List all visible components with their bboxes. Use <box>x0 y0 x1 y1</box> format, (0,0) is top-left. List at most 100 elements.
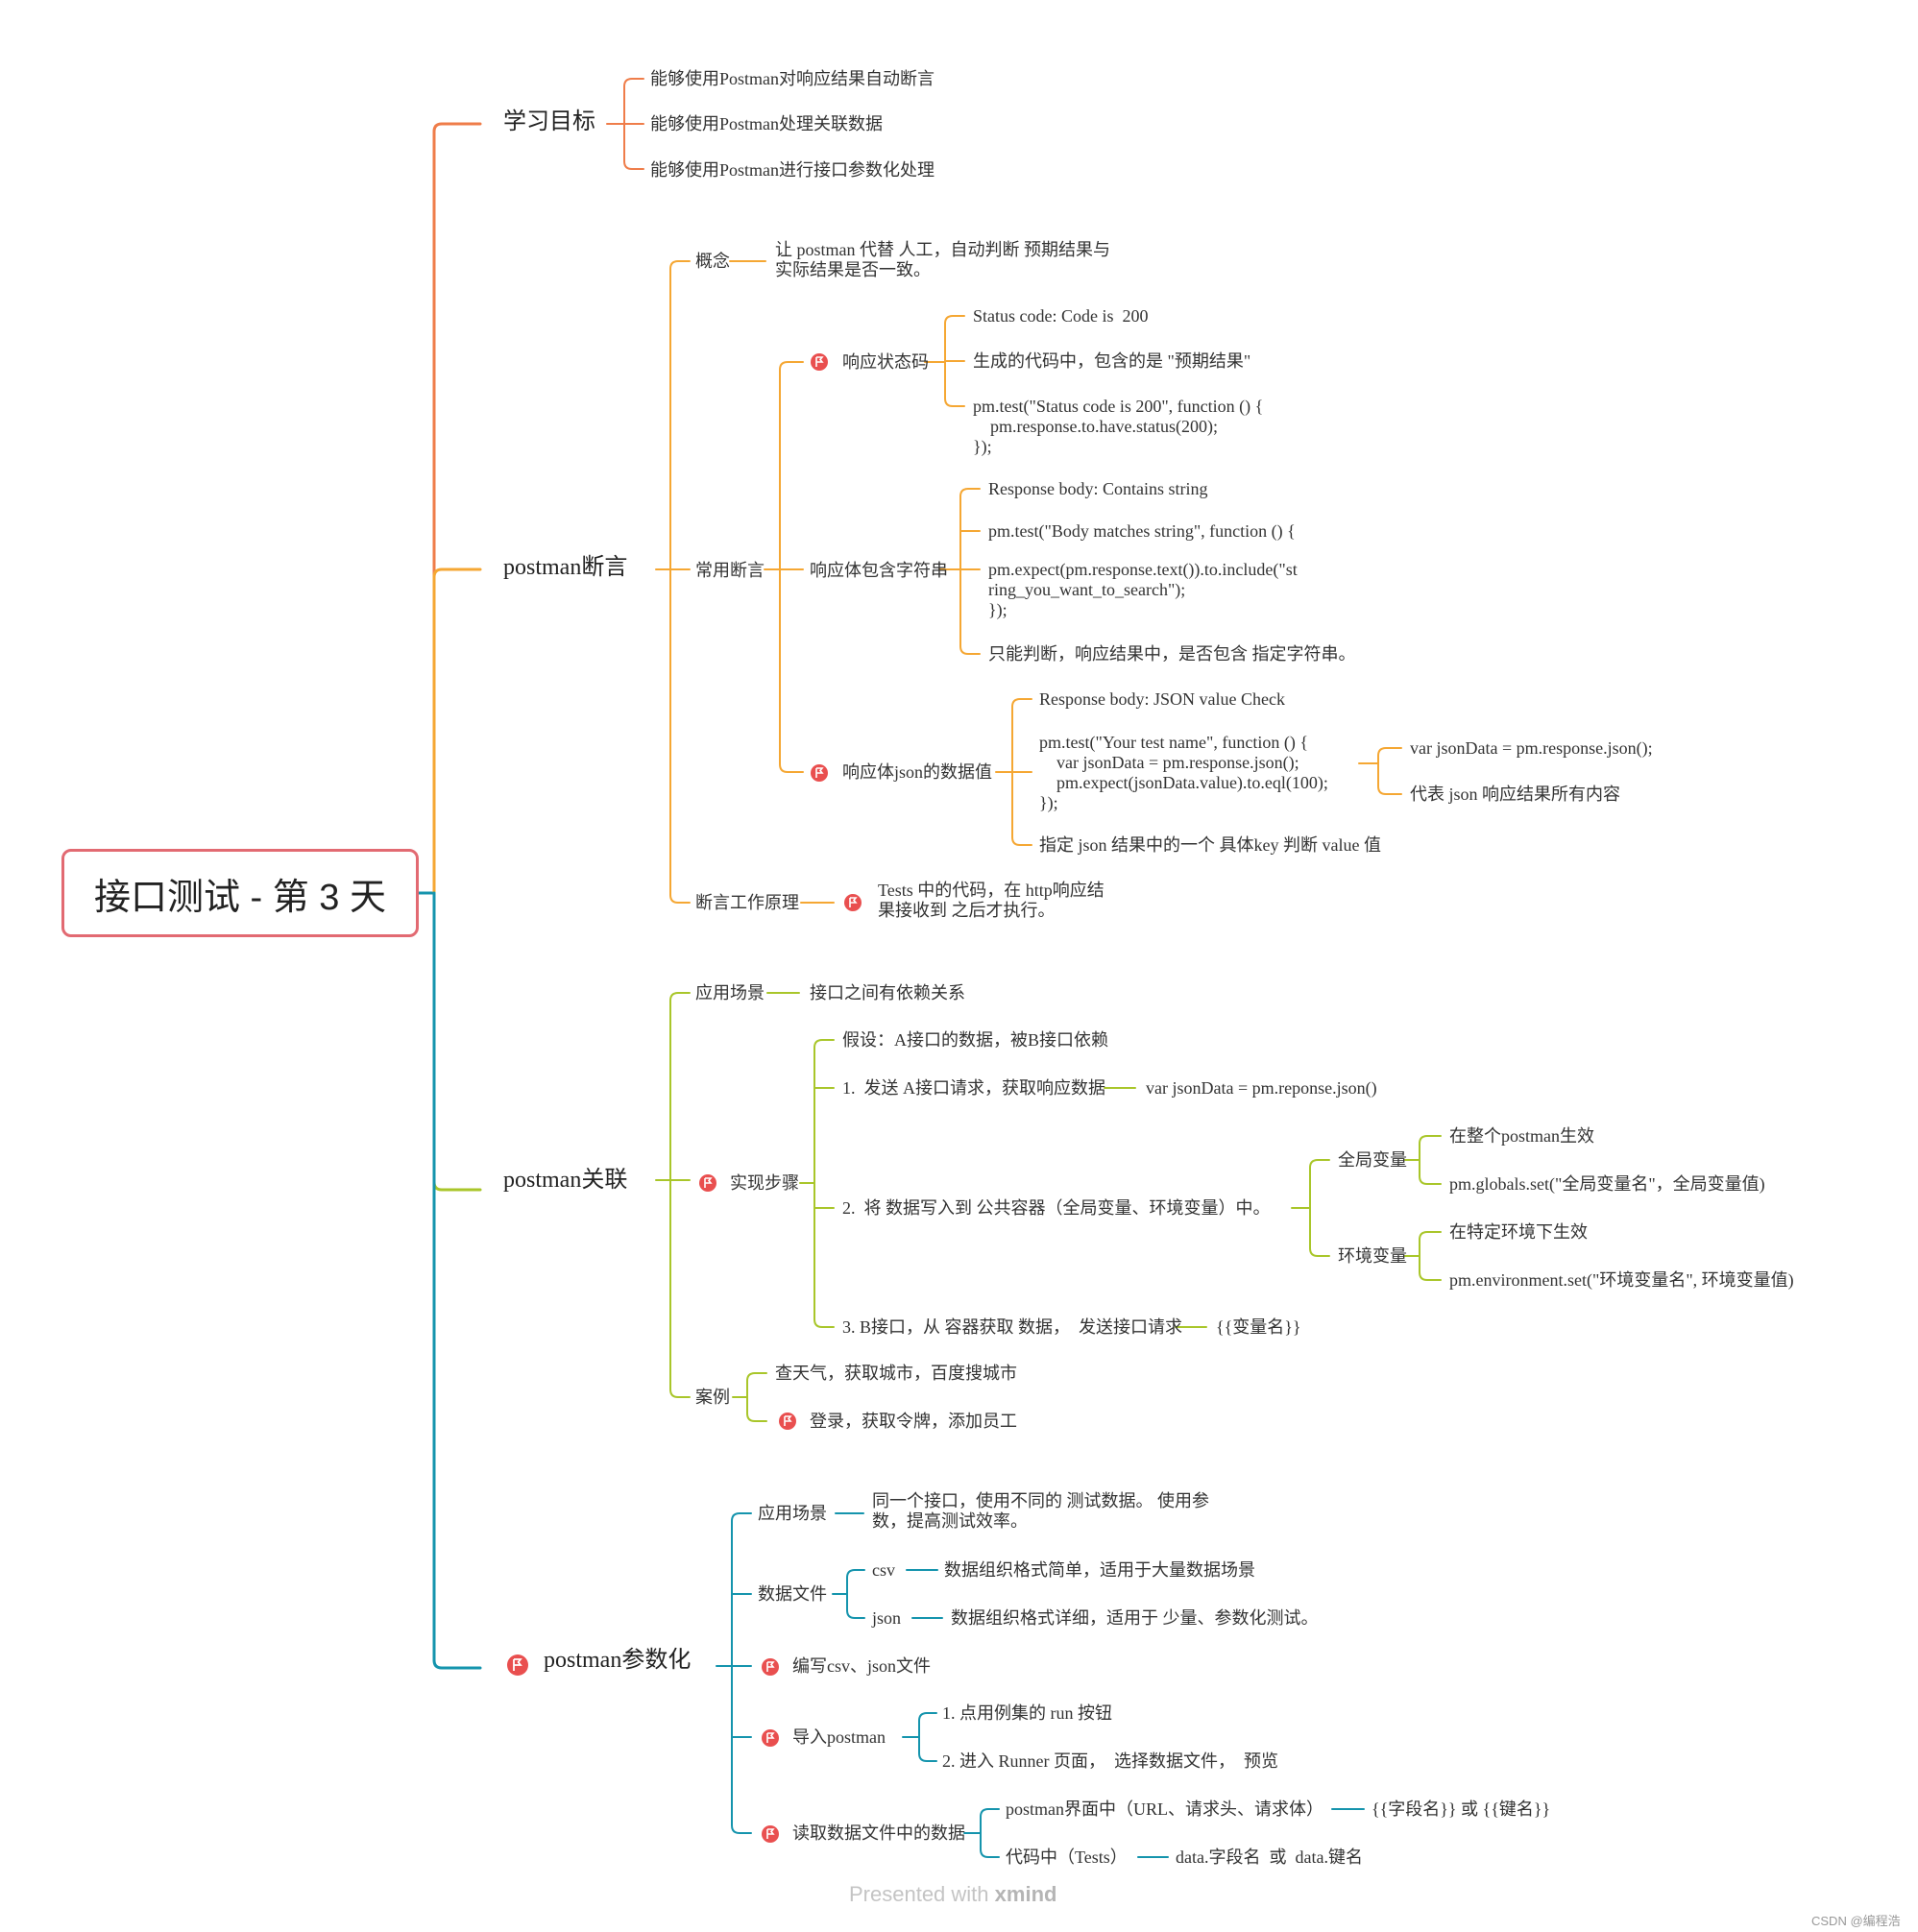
branch-postman-relate[interactable]: postman关联 <box>503 1168 628 1193</box>
body-item[interactable]: pm.expect(pm.response.text()).to.include… <box>988 560 1298 619</box>
connector-line <box>846 1593 865 1619</box>
connector-line <box>432 122 482 895</box>
learn-goal-item[interactable]: 能够使用Postman进行接口参数化处理 <box>650 160 935 180</box>
flag-icon <box>761 1657 780 1677</box>
connector-line <box>432 891 482 1670</box>
relate-step-3-code[interactable]: {{变量名}} <box>1216 1317 1301 1337</box>
connector-line <box>1309 1207 1330 1257</box>
status-item[interactable]: 生成的代码中，包含的是 "预期结果" <box>973 351 1251 371</box>
body-item[interactable]: 只能判断，响应结果中，是否包含 指定字符串。 <box>988 644 1356 664</box>
connector-line <box>623 123 644 170</box>
connector-line <box>779 568 804 773</box>
connector-line <box>944 315 965 363</box>
global-variable-label[interactable]: 全局变量 <box>1338 1150 1407 1170</box>
branch-postman-param[interactable]: postman参数化 <box>544 1648 692 1673</box>
watermark-brand: xmind <box>994 1882 1057 1906</box>
json-sub-item[interactable]: 代表 json 响应结果所有内容 <box>1410 785 1621 804</box>
param-import-label[interactable]: 导入postman <box>792 1727 886 1747</box>
connector-line <box>779 361 804 570</box>
datafile-json-label[interactable]: json <box>872 1608 902 1628</box>
branch-postman-assert[interactable]: postman断言 <box>503 555 628 580</box>
connector-line <box>746 1372 767 1398</box>
connector-line <box>1377 747 1402 764</box>
relate-assumption[interactable]: 假设：A接口的数据，被B接口依赖 <box>842 1030 1109 1050</box>
relate-step-2[interactable]: 2. 将 数据写入到 公共容器（全局变量、环境变量）中。 <box>842 1198 1271 1218</box>
param-read-label[interactable]: 读取数据文件中的数据 <box>792 1823 965 1843</box>
global-variable-item[interactable]: pm.globals.set("全局变量名"，全局变量值) <box>1449 1174 1765 1194</box>
datafile-csv-label[interactable]: csv <box>872 1560 895 1580</box>
body-item[interactable]: pm.test("Body matches string", function … <box>988 521 1296 541</box>
connector-line <box>944 361 965 407</box>
status-item[interactable]: Status code: Code is 200 <box>973 306 1149 326</box>
assert-common-label[interactable]: 常用断言 <box>695 561 765 580</box>
param-write-files[interactable]: 编写csv、json文件 <box>792 1656 931 1676</box>
connector-line <box>669 1179 691 1398</box>
datafile-json-text[interactable]: 数据组织格式详细，适用于 少量、参数化测试。 <box>951 1608 1319 1628</box>
assert-body-contains-label[interactable]: 响应体包含字符串 <box>810 561 948 580</box>
flag-icon <box>698 1173 717 1193</box>
param-read-ui-label[interactable]: postman界面中（URL、请求头、请求体） <box>1006 1799 1323 1819</box>
assert-json-value-label[interactable]: 响应体json的数据值 <box>842 762 993 782</box>
learn-goal-item[interactable]: 能够使用Postman处理关联数据 <box>650 114 884 133</box>
param-read-code-label[interactable]: 代码中（Tests） <box>1006 1847 1128 1867</box>
relate-cases-label[interactable]: 案例 <box>695 1388 730 1407</box>
param-import-item[interactable]: 1. 点用例集的 run 按钮 <box>942 1703 1112 1723</box>
datafile-csv-text[interactable]: 数据组织格式简单，适用于大量数据场景 <box>944 1560 1255 1580</box>
global-variable-item[interactable]: 在整个postman生效 <box>1449 1126 1594 1146</box>
flag-icon <box>778 1412 797 1431</box>
connector-line <box>980 1808 1000 1834</box>
connector-line <box>1309 1159 1330 1209</box>
connector-line <box>1377 762 1402 795</box>
connector-line <box>918 1712 937 1738</box>
flag-icon <box>810 352 829 372</box>
watermark-text: Presented with <box>849 1882 989 1906</box>
json-sub-item[interactable]: var jsonData = pm.response.json(); <box>1410 738 1653 758</box>
root-topic[interactable]: 接口测试 - 第 3 天 <box>61 849 419 937</box>
flag-icon <box>761 1824 780 1844</box>
param-import-item[interactable]: 2. 进入 Runner 页面， 选择数据文件， 预览 <box>942 1751 1278 1771</box>
param-scene-label[interactable]: 应用场景 <box>758 1504 827 1523</box>
env-variable-label[interactable]: 环境变量 <box>1338 1246 1407 1266</box>
relate-case-item[interactable]: 查天气，获取城市，百度搜城市 <box>775 1364 1017 1383</box>
connector-line <box>813 1182 835 1328</box>
relate-case-item[interactable]: 登录，获取令牌，添加员工 <box>810 1412 1017 1431</box>
assert-principle-label[interactable]: 断言工作原理 <box>695 893 799 912</box>
connector-line <box>623 78 644 125</box>
connector-line <box>1011 771 1032 846</box>
relate-steps-label[interactable]: 实现步骤 <box>730 1173 799 1193</box>
connector-line <box>918 1736 937 1762</box>
connector-line <box>1419 1255 1442 1281</box>
relate-step-1-code[interactable]: var jsonData = pm.reponse.json() <box>1146 1078 1377 1098</box>
connector-line <box>980 1832 1000 1858</box>
param-datafile-label[interactable]: 数据文件 <box>758 1584 827 1604</box>
connector-line <box>846 1569 865 1595</box>
connector-line <box>959 568 981 655</box>
connector-line <box>1011 698 1032 773</box>
connector-line <box>731 1665 752 1834</box>
connector-line <box>731 1512 752 1667</box>
status-item[interactable]: pm.test("Status code is 200", function (… <box>973 397 1264 456</box>
assert-concept-label[interactable]: 概念 <box>695 252 730 271</box>
flag-icon <box>843 893 862 912</box>
relate-scene-text[interactable]: 接口之间有依赖关系 <box>810 983 965 1002</box>
assert-concept-text[interactable]: 让 postman 代替 人工，自动判断 预期结果与 实际结果是否一致。 <box>775 240 1110 279</box>
relate-step-3[interactable]: 3. B接口，从 容器获取 数据， 发送接口请求 <box>842 1317 1183 1337</box>
learn-goal-item[interactable]: 能够使用Postman对响应结果自动断言 <box>650 69 935 88</box>
json-item[interactable]: 指定 json 结果中的一个 具体key 判断 value 值 <box>1039 835 1381 855</box>
connector-line <box>746 1396 767 1422</box>
branch-learn-goals[interactable]: 学习目标 <box>503 109 595 134</box>
json-item[interactable]: Response body: JSON value Check <box>1039 689 1285 709</box>
assert-status-code-label[interactable]: 响应状态码 <box>842 352 929 372</box>
json-item[interactable]: pm.test("Your test name", function () { … <box>1039 733 1328 812</box>
assert-principle-text[interactable]: Tests 中的代码，在 http响应结 果接收到 之后才执行。 <box>878 881 1105 920</box>
param-read-ui-text[interactable]: {{字段名}} 或 {{键名}} <box>1372 1799 1551 1819</box>
connector-line <box>432 568 482 895</box>
relate-step-1[interactable]: 1. 发送 A接口请求，获取响应数据 <box>842 1078 1105 1098</box>
param-scene-text[interactable]: 同一个接口，使用不同的 测试数据。 使用参 数，提高测试效率。 <box>872 1491 1209 1531</box>
body-item[interactable]: Response body: Contains string <box>988 479 1208 498</box>
env-variable-item[interactable]: 在特定环境下生效 <box>1449 1222 1588 1242</box>
relate-scene-label[interactable]: 应用场景 <box>695 983 765 1002</box>
env-variable-item[interactable]: pm.environment.set("环境变量名", 环境变量值) <box>1449 1270 1794 1290</box>
param-read-code-text[interactable]: data.字段名 或 data.键名 <box>1176 1847 1363 1867</box>
